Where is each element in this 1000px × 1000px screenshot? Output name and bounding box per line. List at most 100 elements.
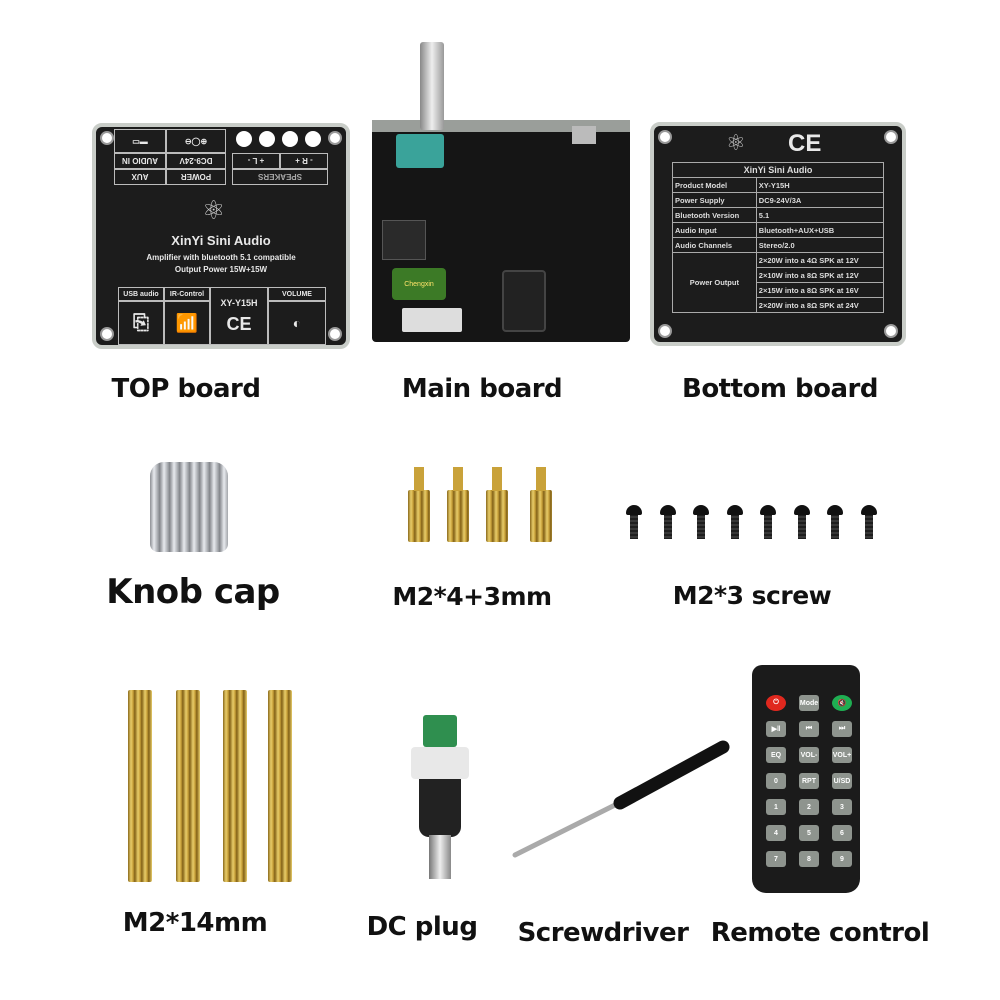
volume-label: VOLUME xyxy=(268,287,326,301)
remote-key[interactable]: ⏭ xyxy=(832,721,852,737)
aux-jack-icon: ▭▬ xyxy=(114,129,166,153)
capacitor: Chengxin xyxy=(392,268,446,300)
remote-key[interactable]: 4 xyxy=(766,825,786,841)
spec-brand: XinYi Sini Audio xyxy=(672,162,884,178)
brass-standoff-long xyxy=(128,690,152,882)
usb-icon: ⎘ xyxy=(118,301,164,345)
remote-key[interactable]: VOL+ xyxy=(832,747,852,763)
remote-key[interactable]: ⏻ xyxy=(766,695,786,711)
brass-standoff-short xyxy=(447,490,469,542)
spec-value: 2×20W into a 8Ω SPK at 24V xyxy=(755,297,885,313)
dc-jack-icon: ⊖◯⊕ xyxy=(166,129,226,153)
knob-cap xyxy=(150,462,228,552)
spec-value: 2×20W into a 4Ω SPK at 12V xyxy=(755,252,885,268)
speaker-terminal-holes xyxy=(236,131,321,147)
speaker-left-label: + L - xyxy=(232,153,280,169)
ce-mark: CE xyxy=(226,313,252,334)
remote-key[interactable]: VOL- xyxy=(799,747,819,763)
ir-remote-icon: 📶 xyxy=(164,301,210,345)
ce-mark: CE xyxy=(788,130,822,157)
brand-logo-icon: ⚛ xyxy=(726,130,746,155)
short-standoff-label: M2*4+3mm xyxy=(392,582,552,611)
screw xyxy=(726,505,743,539)
description-line-2: Output Power 15W+15W xyxy=(174,265,268,274)
screwdriver xyxy=(512,740,730,858)
potentiometer xyxy=(396,134,444,168)
remote-control-label: Remote control xyxy=(710,918,930,948)
remote-key[interactable]: Mode xyxy=(799,695,819,711)
spec-key: Bluetooth Version xyxy=(672,207,757,223)
screwdriver-label: Screwdriver xyxy=(517,918,689,948)
aux-label: AUX xyxy=(114,169,166,185)
long-standoff-label: M2*14mm xyxy=(122,908,268,938)
remote-key[interactable]: 0 xyxy=(766,773,786,789)
speakers-label: SPEAKERS xyxy=(232,169,328,185)
remote-key[interactable]: U/SD xyxy=(832,773,852,789)
remote-key[interactable]: EQ xyxy=(766,747,786,763)
screw xyxy=(760,505,776,539)
brand-name: XinYi Sini Audio xyxy=(171,233,271,248)
screw xyxy=(626,505,642,539)
spec-key: Audio Channels xyxy=(672,237,757,253)
spec-value: 2×15W into a 8Ω SPK at 16V xyxy=(755,282,885,298)
audio-in-label: AUDIO IN xyxy=(114,153,166,169)
dc-label: DC9-24V xyxy=(166,153,226,169)
model-label: XY-Y15H xyxy=(220,297,258,308)
screw xyxy=(793,505,810,539)
volume-dial-icon: ◐ xyxy=(268,301,326,345)
spec-key: Power Supply xyxy=(672,192,757,208)
screw xyxy=(827,505,843,539)
remote-key[interactable]: 1 xyxy=(766,799,786,815)
potentiometer-shaft xyxy=(420,42,444,130)
spec-value: XY-Y15H xyxy=(755,177,885,193)
brass-standoff-long xyxy=(223,690,247,882)
spec-key: Audio Input xyxy=(672,222,757,238)
speaker-right-label: - R + xyxy=(280,153,328,169)
brass-standoff-short xyxy=(486,490,508,542)
model-ce-cell: XY-Y15H CE xyxy=(210,287,268,345)
remote-key[interactable]: 🔇 xyxy=(832,695,852,711)
top-board: ▭▬ ⊖◯⊕ AUDIO IN DC9-24V AUX POWER + L - … xyxy=(92,123,350,349)
screw xyxy=(693,505,709,539)
brass-standoff-long xyxy=(176,690,200,882)
spec-value: 2×10W into a 8Ω SPK at 12V xyxy=(755,267,885,283)
remote-key[interactable]: ⏮ xyxy=(799,721,819,737)
dc-plug xyxy=(405,715,475,880)
remote-key[interactable]: 8 xyxy=(799,851,819,867)
remote-key[interactable]: 6 xyxy=(832,825,852,841)
brass-standoff-short xyxy=(530,490,552,542)
brand-logo-icon: ⚛ xyxy=(202,195,226,225)
remote-key[interactable]: 2 xyxy=(799,799,819,815)
remote-key[interactable]: 5 xyxy=(799,825,819,841)
remote-key[interactable]: 3 xyxy=(832,799,852,815)
remote-key[interactable]: RPT xyxy=(799,773,819,789)
main-board: Chengxin xyxy=(372,120,630,342)
description-line-1: Amplifier with bluetooth 5.1 compatible xyxy=(146,253,296,262)
dc-plug-label: DC plug xyxy=(366,912,478,942)
spec-value: Stereo/2.0 xyxy=(755,237,885,253)
usb-port xyxy=(572,126,596,144)
remote-key[interactable]: ▶‖ xyxy=(766,721,786,737)
spec-key: Product Model xyxy=(672,177,757,193)
power-label: POWER xyxy=(166,169,226,185)
spec-value: Bluetooth+AUX+USB xyxy=(755,222,885,238)
brass-standoff-long xyxy=(268,690,292,882)
screw xyxy=(659,505,676,539)
remote-key[interactable]: 9 xyxy=(832,851,852,867)
spec-key: Power Output xyxy=(672,252,757,313)
top-board-label: TOP board xyxy=(111,374,261,404)
knob-cap-label: Knob cap xyxy=(106,572,280,612)
bottom-board-label: Bottom board xyxy=(682,374,879,404)
screw xyxy=(860,505,877,539)
spec-value: DC9-24V/3A xyxy=(755,192,885,208)
remote-key[interactable]: 7 xyxy=(766,851,786,867)
